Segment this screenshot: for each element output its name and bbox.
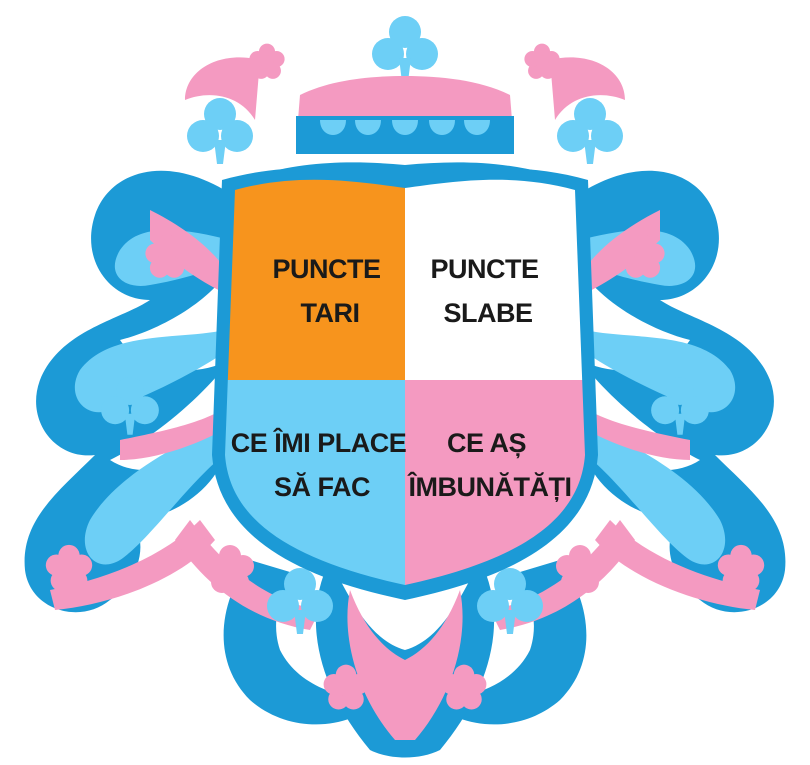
- flower-icon: [524, 44, 559, 79]
- trefoil-icon: [187, 98, 253, 164]
- crown-top-trefoil-icon: [372, 16, 438, 82]
- flower-icon: [249, 44, 284, 79]
- trefoil-icon: [557, 98, 623, 164]
- crown-pink-band: [298, 76, 512, 120]
- shield: PUNCTE TARI PUNCTE SLABE CE ÎMI PLACE SĂ…: [200, 160, 610, 620]
